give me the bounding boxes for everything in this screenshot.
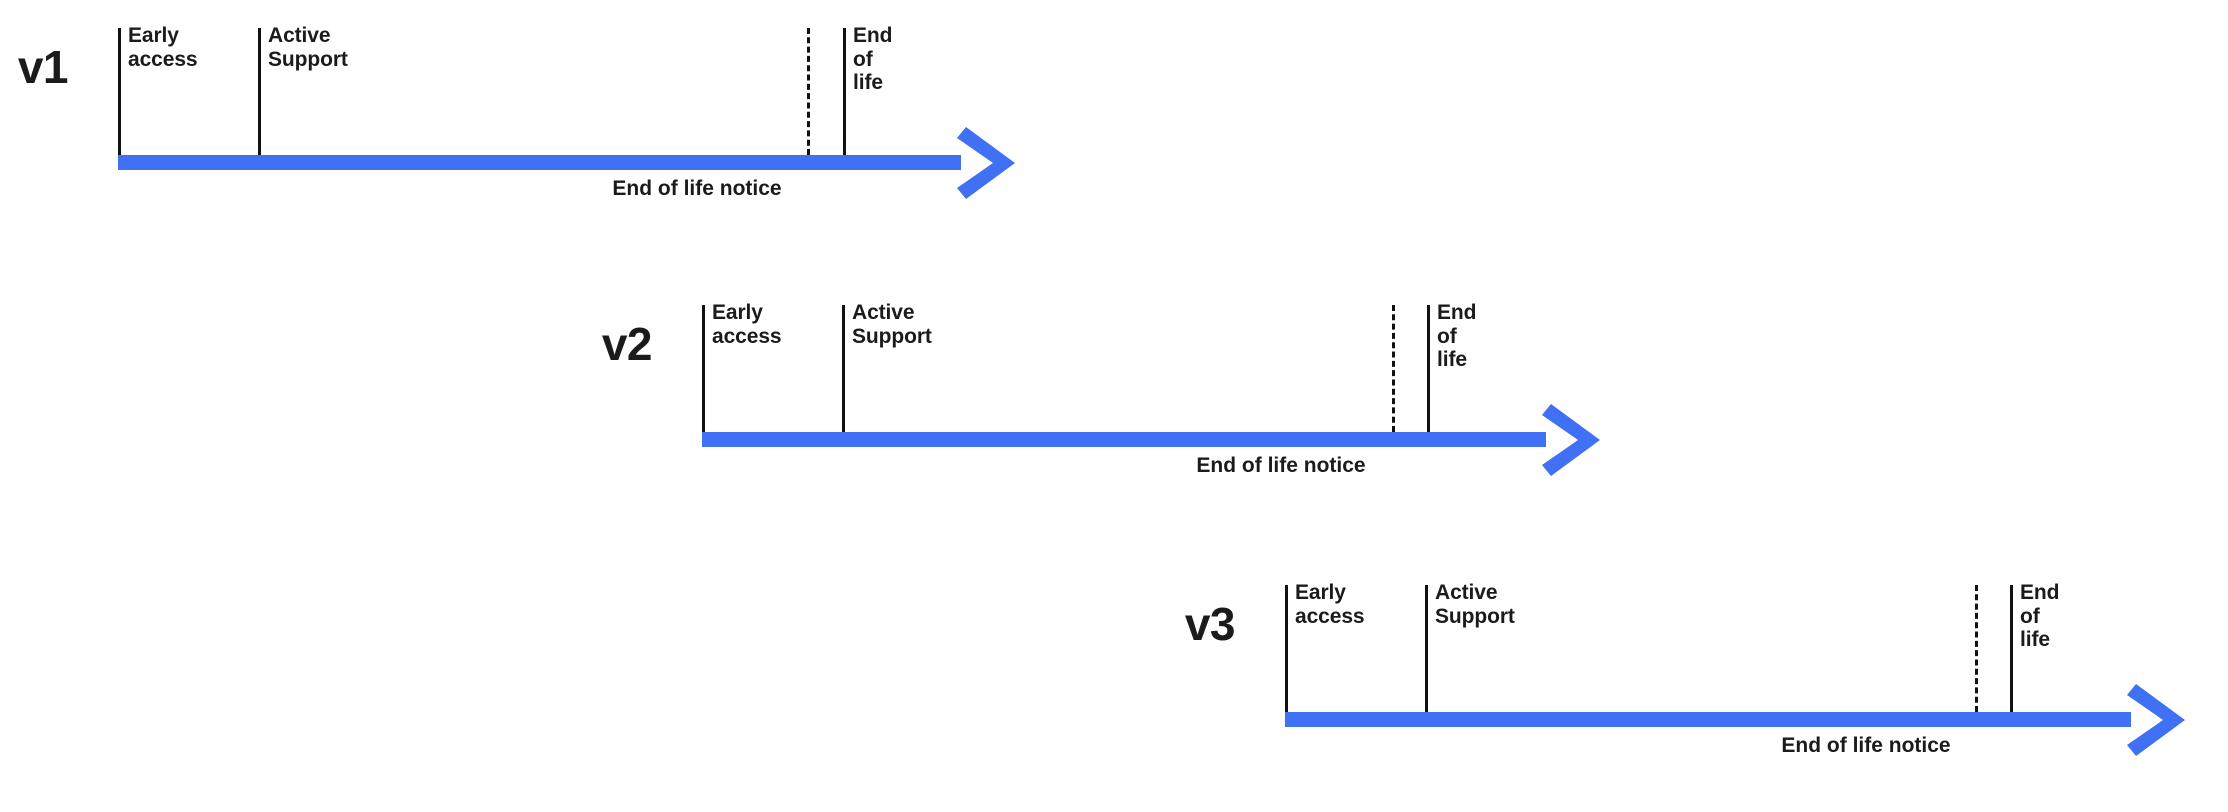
phase-label-active-support: Active Support xyxy=(1435,581,1515,628)
dashed-vertical-line-icon xyxy=(1392,305,1395,432)
phase-label-active-support: Active Support xyxy=(852,301,932,348)
dashed-vertical-line-icon xyxy=(807,28,810,155)
phase-label-early-access: Early access xyxy=(1295,581,1365,628)
phase-boundary-tick xyxy=(702,305,705,432)
end-of-life-notice-label: End of life notice xyxy=(612,177,782,200)
phase-label-end-of-life: End of life xyxy=(853,24,893,95)
right-arrow-icon xyxy=(2127,683,2185,756)
phase-label-active-support: Active Support xyxy=(268,24,348,71)
phase-boundary-tick xyxy=(1285,585,1288,712)
version-label-v2: v2 xyxy=(601,318,653,370)
phase-label-early-access: Early access xyxy=(712,301,782,348)
phase-boundary-tick xyxy=(2010,585,2013,712)
version-label-v1: v1 xyxy=(17,41,69,93)
timeline-bar xyxy=(702,432,1546,447)
version-label-v3: v3 xyxy=(1184,598,1236,650)
phase-label-end-of-life: End of life xyxy=(2020,581,2060,652)
phase-boundary-tick xyxy=(1427,305,1430,432)
timeline-bar xyxy=(1285,712,2131,727)
end-of-life-notice-label: End of life notice xyxy=(1781,734,1951,757)
phase-boundary-tick xyxy=(843,28,846,155)
dashed-vertical-line-icon xyxy=(1975,585,1978,712)
end-of-life-notice-label: End of life notice xyxy=(1196,454,1366,477)
phase-boundary-tick xyxy=(842,305,845,432)
timeline-bar xyxy=(118,155,961,170)
phase-label-end-of-life: End of life xyxy=(1437,301,1477,372)
right-arrow-icon xyxy=(1542,403,1600,476)
phase-label-early-access: Early access xyxy=(128,24,198,71)
phase-boundary-tick xyxy=(258,28,261,155)
phase-boundary-tick xyxy=(1425,585,1428,712)
phase-boundary-tick xyxy=(118,28,121,155)
right-arrow-icon xyxy=(957,126,1015,199)
